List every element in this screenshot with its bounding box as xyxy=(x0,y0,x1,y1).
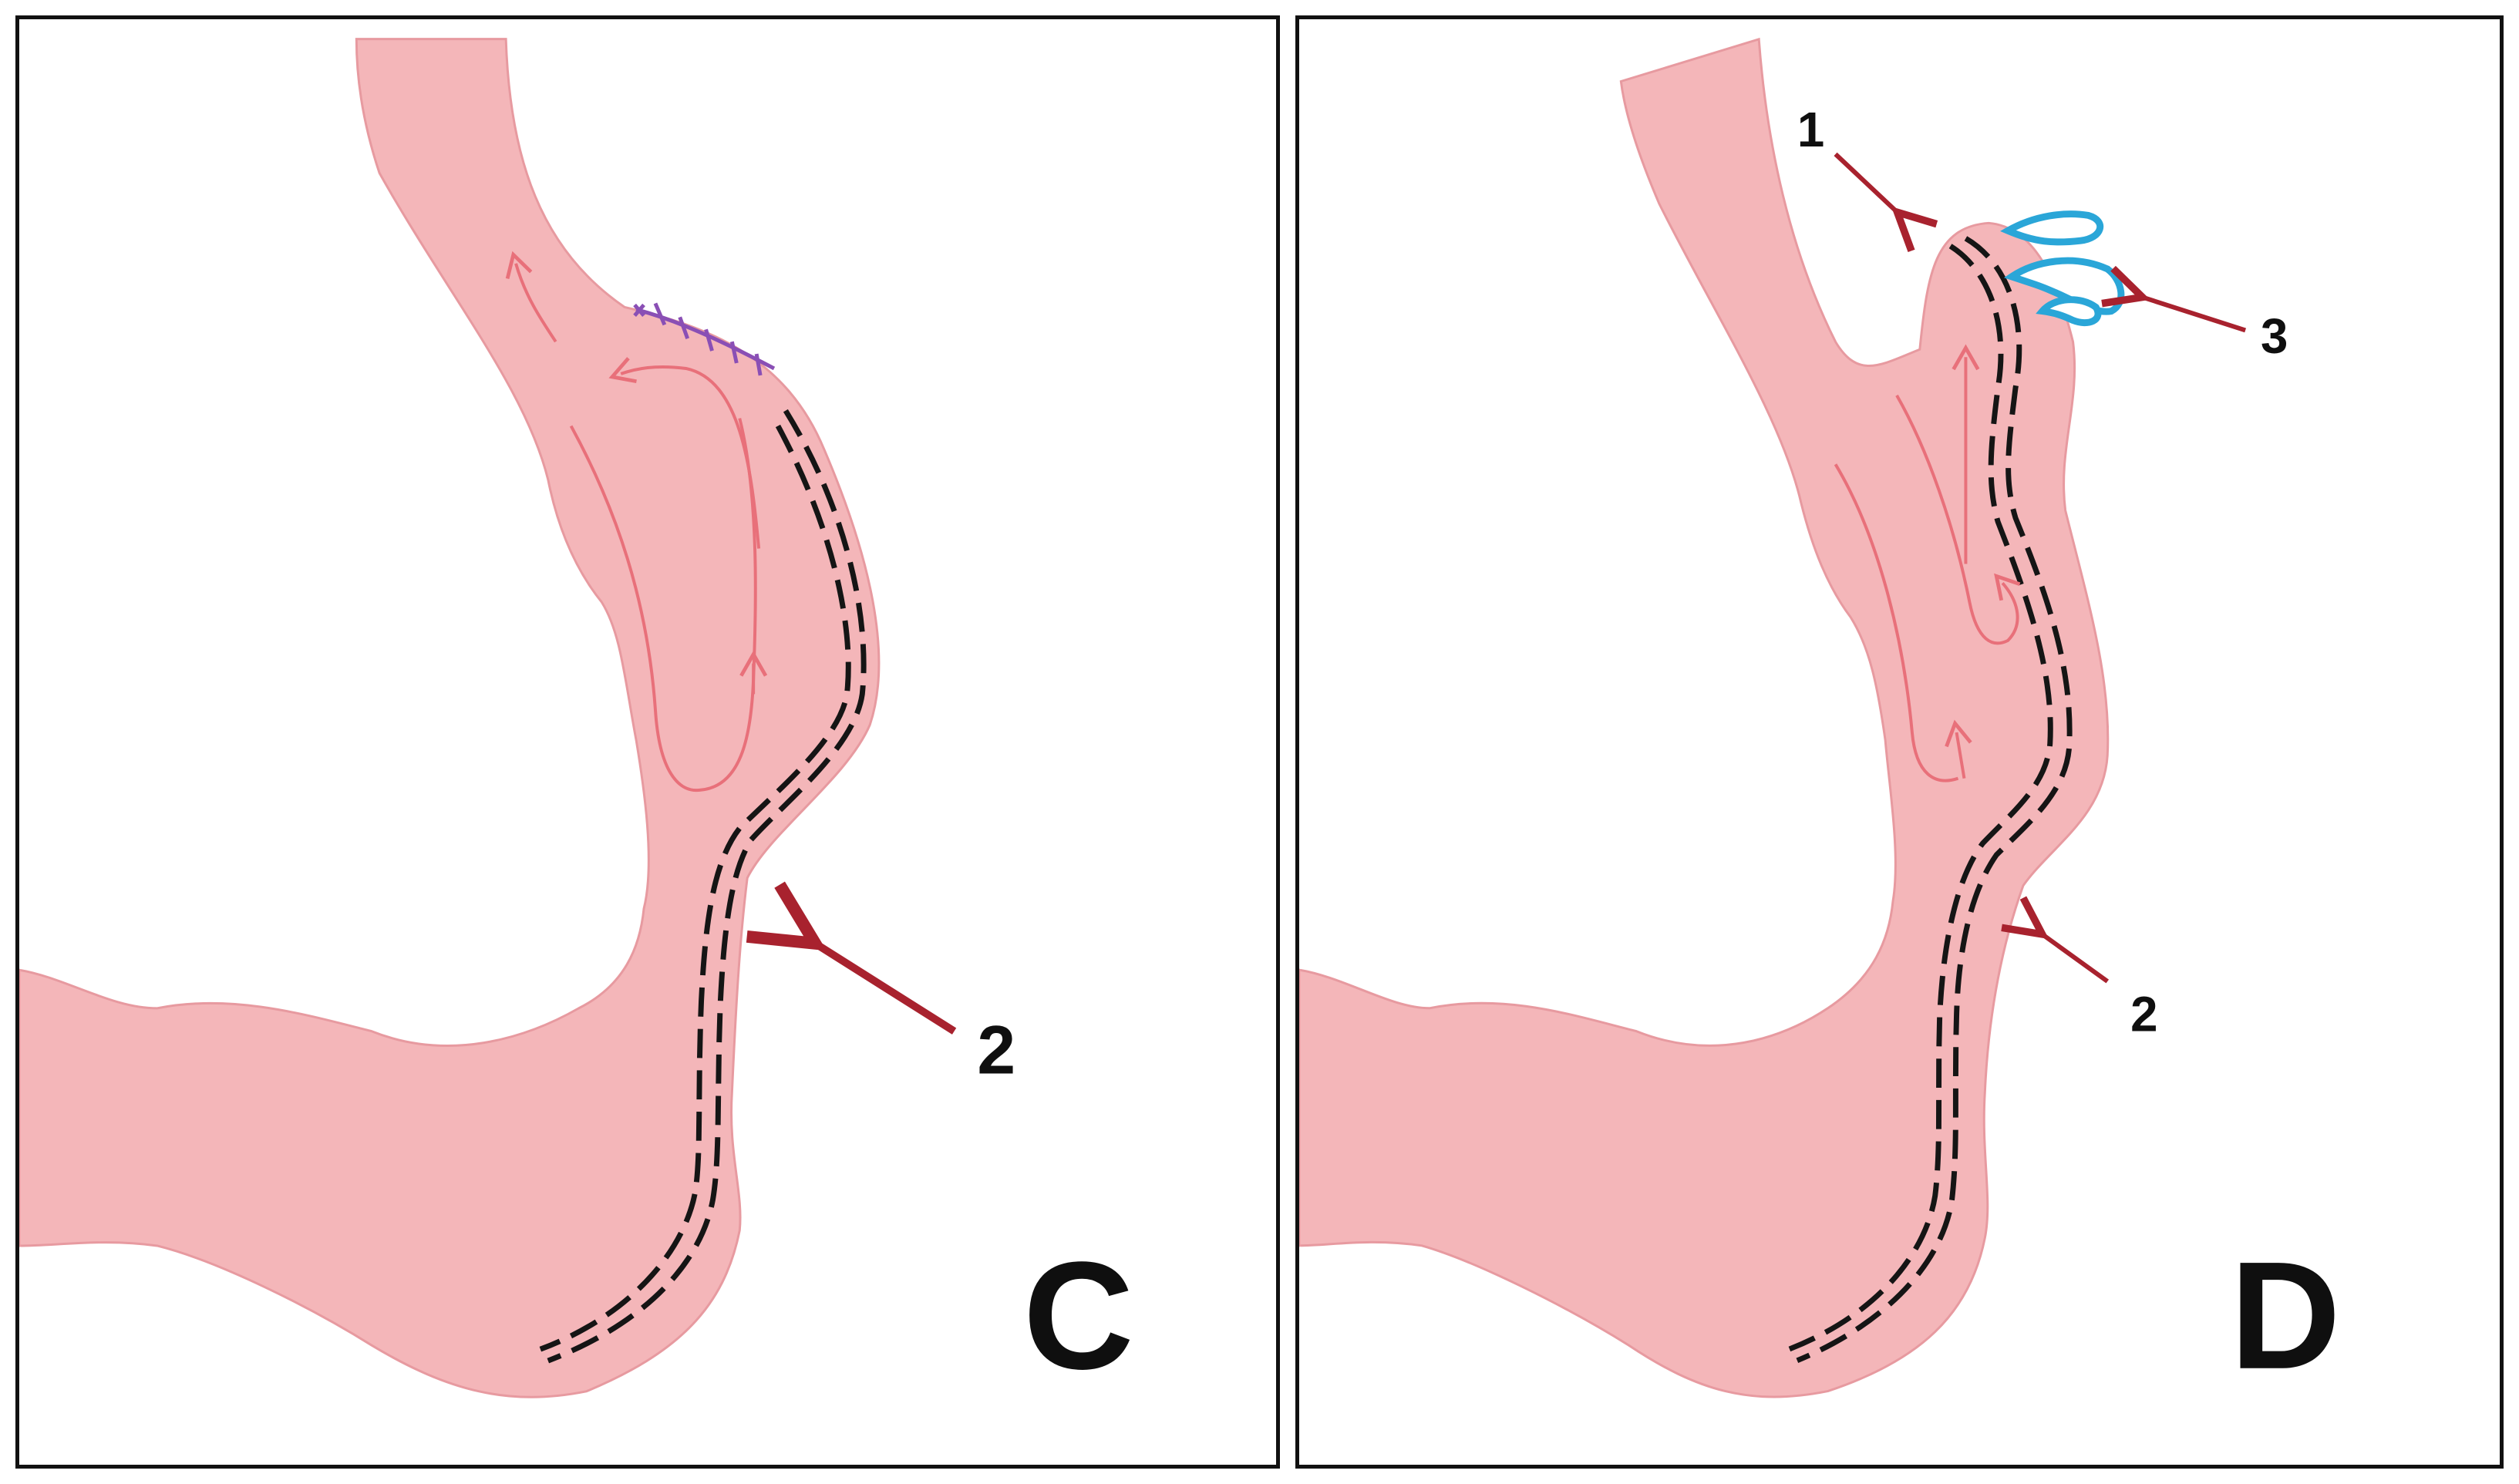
flow-arrows-icon xyxy=(505,251,768,792)
suture-line-icon xyxy=(633,302,776,376)
dashed-wall-line-inner xyxy=(539,424,851,1352)
dashed-wall-line-outer xyxy=(547,409,867,1364)
dashed-wall-line-inner xyxy=(1788,244,2053,1352)
flow-arrows-icon xyxy=(1834,344,2021,782)
panel-letter: C xyxy=(1023,1230,1134,1402)
leak-droplets-icon xyxy=(2000,210,2125,327)
panel-c: 2 C xyxy=(15,15,1280,1469)
pointer-arrow-icon xyxy=(809,939,957,1035)
marker-label-3: 3 xyxy=(2261,309,2288,364)
marker-label-2: 2 xyxy=(977,1011,1015,1088)
marker-label-2: 2 xyxy=(2130,988,2157,1042)
pointer-arrow-icon xyxy=(2138,296,2247,333)
stomach-tissue xyxy=(1299,37,2110,1398)
panel-d: 1 3 2 D xyxy=(1295,15,2504,1469)
marker-label-1: 1 xyxy=(1797,103,1824,157)
stomach-tissue xyxy=(19,38,881,1398)
panel-c-illustration: 2 C xyxy=(19,38,1134,1402)
panel-letter: D xyxy=(2230,1230,2341,1402)
pointer-arrow-icon xyxy=(1834,152,1901,215)
dashed-wall-line-outer xyxy=(1796,236,2073,1364)
pointer-arrow-icon xyxy=(2039,931,2110,984)
panel-d-illustration: 1 3 2 D xyxy=(1299,37,2341,1402)
